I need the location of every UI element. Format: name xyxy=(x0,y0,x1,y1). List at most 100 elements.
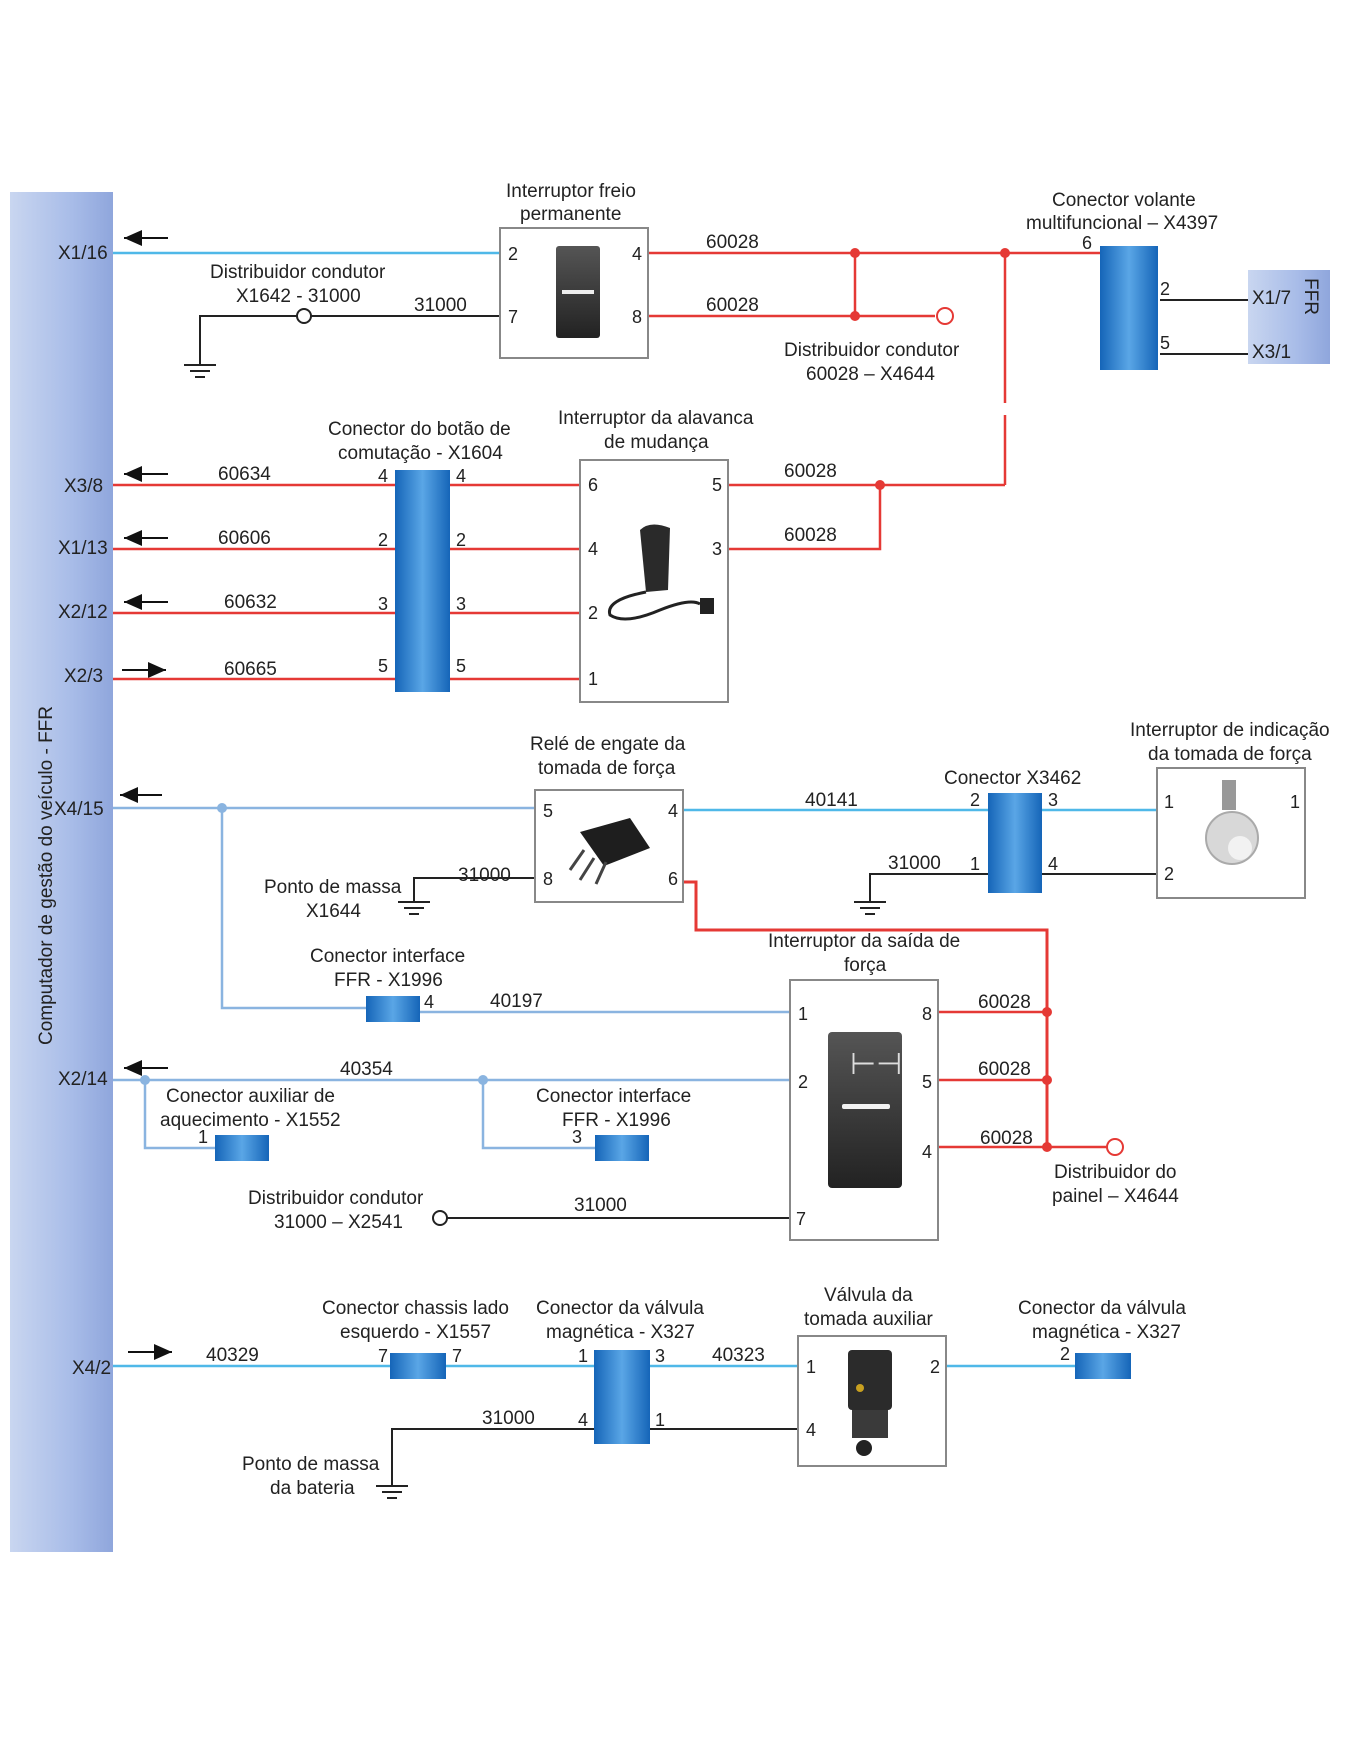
gear-lever-image xyxy=(607,524,714,621)
valve-connector-1-pin: 1 xyxy=(578,1346,588,1366)
gear-lever-pin: 2 xyxy=(588,603,598,623)
wires-section-1 xyxy=(113,248,1248,485)
pto-output-switch-pin: 8 xyxy=(922,1004,932,1024)
ground-symbol-icon xyxy=(376,1485,408,1499)
dist-x4644-panel-line2: painel – X4644 xyxy=(1052,1186,1179,1207)
ecu-pin-x4-15: X4/15 xyxy=(54,799,104,820)
wire-60028: 60028 xyxy=(706,295,759,316)
ecu-bar xyxy=(10,192,113,1552)
ecu-pin-x3-8: X3/8 xyxy=(64,476,103,497)
dist-x4644-panel-line1: Distribuidor do xyxy=(1054,1162,1177,1183)
heater-connector-pin: 1 xyxy=(198,1127,208,1147)
pto-relay-pin: 4 xyxy=(668,801,678,821)
ecu-pin-x1-16: X1/16 xyxy=(58,243,108,264)
btn-connector-line2: comutação - X1604 xyxy=(338,443,503,464)
wire-60028: 60028 xyxy=(784,525,837,546)
wire-31000: 31000 xyxy=(414,295,467,316)
ffr-box-label: FFR xyxy=(1300,278,1321,315)
valve-connector-1-pin: 1 xyxy=(655,1410,665,1430)
chassis-connector-line2: esquerdo - X1557 xyxy=(340,1322,491,1343)
chassis-connector-x1557 xyxy=(390,1353,446,1379)
wire-60632: 60632 xyxy=(224,592,277,613)
gear-lever-pin: 6 xyxy=(588,475,598,495)
brake-switch-pin-8: 8 xyxy=(632,307,642,327)
wire-60028: 60028 xyxy=(978,1059,1031,1080)
ffr-interface-x1996-1 xyxy=(366,996,420,1022)
pto-output-switch-pin: 2 xyxy=(798,1072,808,1092)
valve-connector-2-line2: magnética - X327 xyxy=(1032,1322,1181,1343)
pto-relay-pin: 6 xyxy=(668,869,678,889)
ecu-pin-x4-2: X4/2 xyxy=(72,1358,111,1379)
dist-x2541-line1: Distribuidor condutor xyxy=(248,1188,424,1209)
connector-x3462-pin: 3 xyxy=(1048,790,1058,810)
gear-lever-line1: Interruptor da alavanca xyxy=(558,408,754,429)
ffr-pin-x1-7: X1/7 xyxy=(1252,288,1291,309)
dist-x1642-line1: Distribuidor condutor xyxy=(210,262,386,283)
steering-connector xyxy=(1100,246,1158,370)
ffr-interface-1-pin: 4 xyxy=(424,992,434,1012)
wire-60028: 60028 xyxy=(978,992,1031,1013)
wire-31000: 31000 xyxy=(888,853,941,874)
btn-connector-pin: 3 xyxy=(378,594,388,614)
valve-connector-1-pin: 4 xyxy=(578,1410,588,1430)
wire-40329: 40329 xyxy=(206,1345,259,1366)
steering-connector-pin-6: 6 xyxy=(1082,233,1092,253)
heater-connector-x1552 xyxy=(215,1135,269,1161)
pto-indicator-pin: 1 xyxy=(1290,792,1300,812)
svg-text:⊢⊣: ⊢⊣ xyxy=(850,1048,902,1081)
chassis-connector-line1: Conector chassis lado xyxy=(322,1298,509,1319)
wires-section-5 xyxy=(113,1364,1075,1486)
chassis-connector-pin: 7 xyxy=(378,1346,388,1366)
btn-connector-pin: 5 xyxy=(378,656,388,676)
ground-x1644-line1: Ponto de massa xyxy=(264,877,402,898)
ecu-pin-x2-12: X2/12 xyxy=(58,602,108,623)
ground-battery-line1: Ponto de massa xyxy=(242,1454,380,1475)
pto-output-switch-line2: força xyxy=(844,955,887,976)
wire-31000: 31000 xyxy=(482,1408,535,1429)
gear-lever-pin: 4 xyxy=(588,539,598,559)
dist-x2541-node xyxy=(432,1210,448,1226)
btn-connector-pin: 2 xyxy=(456,530,466,550)
chassis-connector-pin: 7 xyxy=(452,1346,462,1366)
steering-connector-pin-5: 5 xyxy=(1160,333,1170,353)
pto-relay-image xyxy=(568,818,650,885)
valve-connector-2-pin: 2 xyxy=(1060,1344,1070,1364)
wire-60606: 60606 xyxy=(218,528,271,549)
aux-valve-pin: 1 xyxy=(806,1357,816,1377)
wire-60028: 60028 xyxy=(706,232,759,253)
ffr-interface-2-line1: Conector interface xyxy=(536,1086,691,1107)
dist-x4644-top-node xyxy=(936,307,954,325)
pto-output-switch-image: ⊢⊣ xyxy=(828,1032,902,1188)
pto-output-switch-pin: 5 xyxy=(922,1072,932,1092)
steering-connector-pin-2: 2 xyxy=(1160,279,1170,299)
valve-connector-2-line1: Conector da válvula xyxy=(1018,1298,1186,1319)
ground-symbol-icon xyxy=(184,364,216,378)
wire-60665: 60665 xyxy=(224,659,277,680)
dist-x1642-line2: X1642 - 31000 xyxy=(236,286,361,307)
pto-relay-pin: 8 xyxy=(543,869,553,889)
brake-switch-pin-7: 7 xyxy=(508,307,518,327)
btn-connector-pin: 5 xyxy=(456,656,466,676)
ecu-label: Computador de gestão do veículo - FFR xyxy=(36,706,57,1045)
ffr-interface-x1996-2 xyxy=(595,1135,649,1161)
pto-relay-pin: 5 xyxy=(543,801,553,821)
pto-indicator-line2: da tomada de força xyxy=(1148,744,1312,765)
btn-connector-pin: 3 xyxy=(456,594,466,614)
pto-indicator-pin: 2 xyxy=(1164,864,1174,884)
brake-switch-pin-2: 2 xyxy=(508,244,518,264)
connector-x3462 xyxy=(988,793,1042,893)
aux-valve-line1: Válvula da xyxy=(824,1285,913,1306)
ecu-pin-x2-3: X2/3 xyxy=(64,666,103,687)
pto-relay-line1: Relé de engate da xyxy=(530,734,686,755)
btn-connector-pin: 4 xyxy=(456,466,466,486)
btn-connector-pin: 4 xyxy=(378,466,388,486)
pto-output-switch-line1: Interruptor da saída de xyxy=(768,931,960,952)
aux-valve-line2: tomada auxiliar xyxy=(804,1309,934,1330)
wire-60634: 60634 xyxy=(218,464,271,485)
heater-connector-line2: aquecimento - X1552 xyxy=(160,1110,341,1131)
wires-section-2 xyxy=(113,480,1005,681)
valve-connector-1-pin: 3 xyxy=(655,1346,665,1366)
brake-switch-pin-4: 4 xyxy=(632,244,642,264)
wires-section-4 xyxy=(113,1007,1107,1219)
